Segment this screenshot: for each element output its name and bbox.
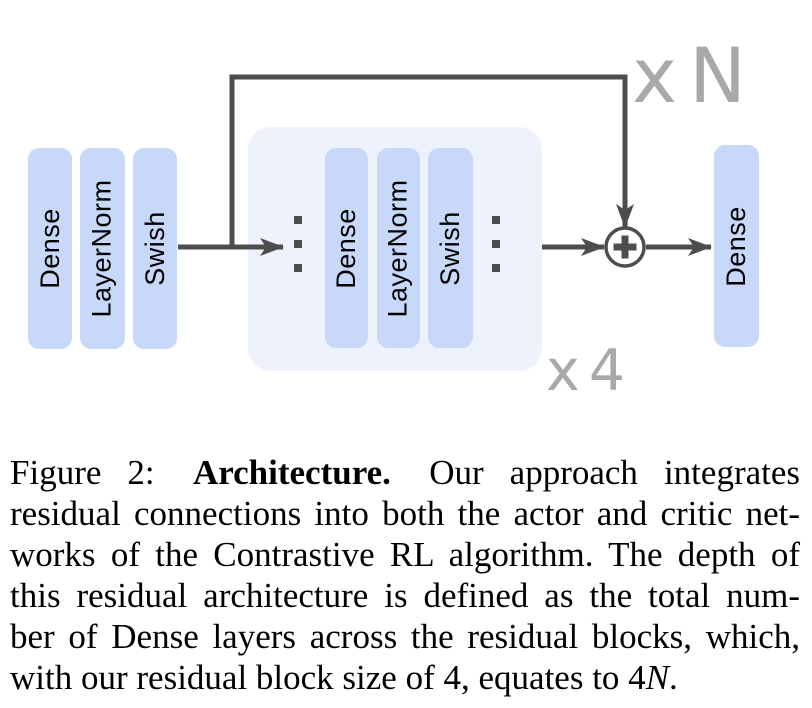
caption-line-3: works of the Contrastive RL algorithm. T… xyxy=(10,535,800,574)
math-variable: N xyxy=(645,658,670,697)
ellipsis-dot xyxy=(294,240,302,248)
caption-line-1: Figure 2: Architecture. Our approach int… xyxy=(10,452,800,493)
architecture-diagram: Dense LayerNorm Swish Dense LayerNorm Sw… xyxy=(28,38,759,400)
caption-line-4: this residual architecture is defined as… xyxy=(10,576,800,615)
ellipsis-dot xyxy=(294,264,302,272)
caption-line-5: ber of Dense layers across the residual … xyxy=(10,617,800,656)
connections-layer xyxy=(178,74,712,268)
input-dense-block: Dense xyxy=(28,148,72,349)
repeat-count: N xyxy=(689,31,746,120)
caption-text: . xyxy=(669,658,678,697)
vertical-ellipsis-icon xyxy=(294,216,302,272)
residual-layernorm-block: LayerNorm xyxy=(377,148,420,348)
skip-connection-arrow xyxy=(229,74,634,247)
repeat-prefix: x xyxy=(632,31,677,120)
repeat-count: 4 xyxy=(588,338,626,404)
ellipsis-dot xyxy=(492,240,500,248)
output-dense-block: Dense xyxy=(714,145,759,347)
vertical-ellipsis-icon xyxy=(492,216,500,272)
caption-title: Architecture. xyxy=(192,453,391,492)
figure-caption: Figure 2: Architecture. Our approach int… xyxy=(0,448,812,698)
ellipsis-dot xyxy=(492,264,500,272)
input-swish-block: Swish xyxy=(133,148,177,349)
caption-line-6: with our residual block size of 4, equat… xyxy=(10,657,800,698)
ellipsis-dot xyxy=(294,216,302,224)
figure-number: Figure 2: xyxy=(10,453,155,492)
residual-swish-block: Swish xyxy=(428,148,473,348)
caption-line-2: residual connections into both the actor… xyxy=(10,494,800,533)
caption-text: Our approach integrates xyxy=(429,453,801,492)
caption-text: with our residual block size of 4, equat… xyxy=(10,658,646,697)
input-layernorm-block: LayerNorm xyxy=(80,148,125,349)
plus-icon xyxy=(613,235,637,259)
ellipsis-dot xyxy=(492,216,500,224)
repeat-prefix: x xyxy=(546,338,580,404)
residual-dense-block: Dense xyxy=(325,148,368,348)
